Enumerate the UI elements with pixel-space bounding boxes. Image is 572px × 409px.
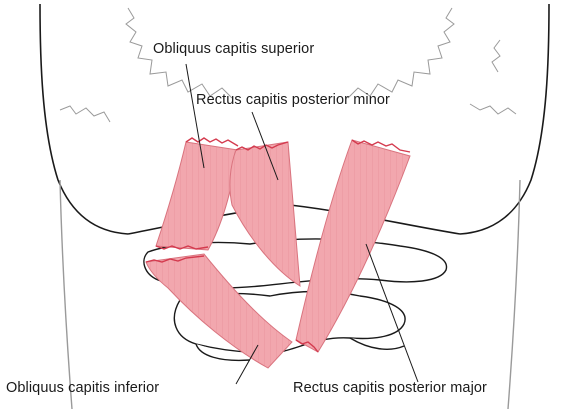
label-obliquus-capitis-superior: Obliquus capitis superior	[153, 41, 314, 57]
label-rectus-capitis-posterior-minor: Rectus capitis posterior minor	[196, 92, 390, 108]
label-obliquus-capitis-inferior: Obliquus capitis inferior	[6, 380, 159, 396]
label-rectus-capitis-posterior-major: Rectus capitis posterior major	[293, 380, 487, 396]
skull-outline	[40, 4, 549, 234]
obliquus-capitis-superior-muscle	[156, 138, 238, 250]
